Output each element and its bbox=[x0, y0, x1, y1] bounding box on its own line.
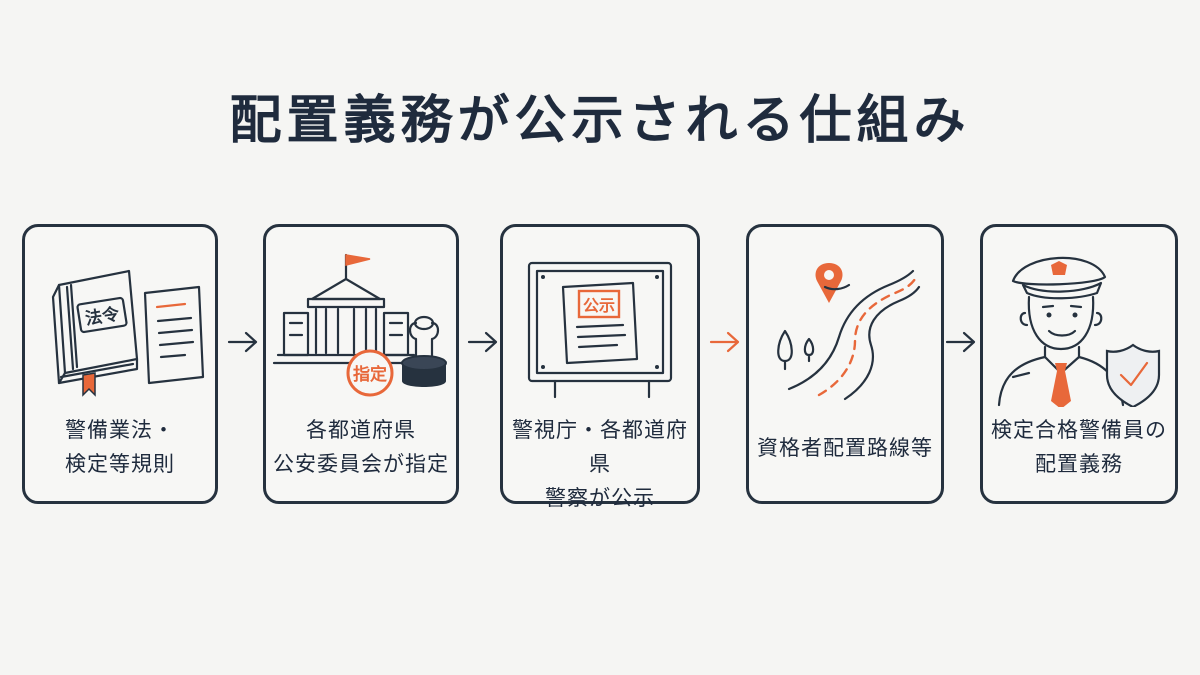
step-label-guard: 検定合格警備員の 配置義務 bbox=[991, 418, 1167, 476]
book-badge-text: 法令 bbox=[84, 303, 122, 329]
arrow-icon-1 bbox=[227, 331, 258, 353]
step-label-police: 警視庁・各都道府県 警察が公示 bbox=[512, 418, 688, 510]
step-label-commission: 各都道府県 公安委員会が指定 bbox=[273, 418, 449, 476]
step-card-route: 資格者配置路線等 bbox=[746, 224, 944, 504]
page-title: 配置義務が公示される仕組み bbox=[229, 91, 971, 151]
step-card-law: 法令 警備業法・ 検定等規則 bbox=[22, 224, 218, 504]
government-building-icon: 指定 bbox=[272, 253, 447, 397]
arrow-icon-3 bbox=[709, 331, 740, 353]
arrow-icon-4 bbox=[945, 331, 976, 353]
security-guard-icon bbox=[997, 256, 1161, 407]
seal-badge-text: 指定 bbox=[353, 364, 387, 385]
arrow-icon-2 bbox=[467, 331, 498, 353]
step-label-route: 資格者配置路線等 bbox=[757, 436, 933, 460]
step-card-commission: 指定 各都道府県 公安委員会が指定 bbox=[263, 224, 459, 504]
step-card-police: 公示 警視庁・各都道府県 警察が公示 bbox=[500, 224, 700, 510]
notice-board-icon: 公示 bbox=[527, 261, 673, 399]
law-book-icon: 法令 bbox=[51, 269, 205, 397]
notice-badge-text: 公示 bbox=[583, 296, 615, 315]
step-label-law: 警備業法・ 検定等規則 bbox=[65, 418, 175, 476]
step-card-guard: 検定合格警備員の 配置義務 bbox=[980, 224, 1178, 504]
road-route-icon bbox=[777, 263, 921, 401]
